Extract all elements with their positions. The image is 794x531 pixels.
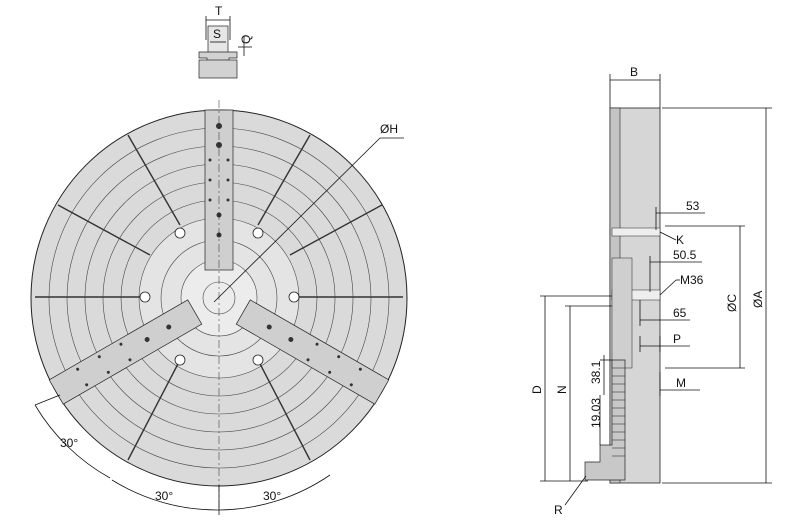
label-50-5: 50.5 bbox=[673, 248, 697, 262]
label-t: T bbox=[215, 4, 223, 18]
label-n: N bbox=[555, 385, 569, 394]
label-m36: M36 bbox=[680, 273, 704, 287]
label-diameter-h: ØH bbox=[380, 122, 398, 136]
label-b: B bbox=[630, 65, 638, 79]
label-diameter-c: ØC bbox=[725, 294, 739, 312]
label-d: D bbox=[530, 385, 544, 394]
t-slot-detail-view: T S Q bbox=[198, 4, 253, 79]
chuck-side-view: B 53 K 50.5 M36 65 P M ØC bbox=[530, 65, 772, 517]
label-k: K bbox=[676, 233, 684, 247]
label-diameter-a: ØA bbox=[751, 291, 765, 308]
label-53: 53 bbox=[686, 199, 700, 213]
label-angle-left: 30° bbox=[60, 436, 78, 450]
label-65: 65 bbox=[673, 306, 687, 320]
chuck-front-view: ØH 30° 30° 30° bbox=[30, 100, 408, 515]
label-s: S bbox=[213, 27, 221, 41]
label-p: P bbox=[673, 332, 681, 346]
label-19-03: 19.03 bbox=[589, 398, 603, 428]
label-r: R bbox=[554, 503, 563, 517]
label-q: Q bbox=[239, 35, 253, 44]
label-angle-right: 30° bbox=[263, 489, 281, 503]
label-38-1: 38.1 bbox=[589, 360, 603, 384]
label-angle-mid: 30° bbox=[155, 489, 173, 503]
label-m: M bbox=[676, 376, 686, 390]
